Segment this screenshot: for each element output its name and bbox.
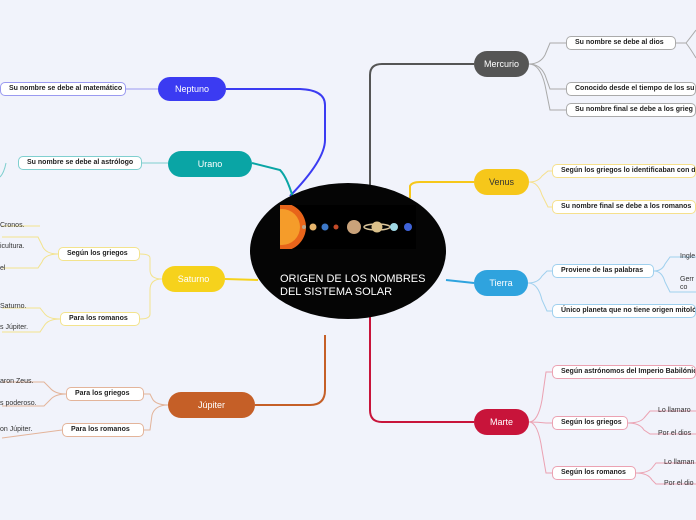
jupiter-text-3: on Júpiter.	[0, 426, 33, 433]
marte-text-4: Por el dio	[664, 480, 694, 487]
marte-topic-1[interactable]: Según astrónomos del Imperio Babilónic	[552, 365, 696, 379]
marte-topic-2[interactable]: Según los griegos	[552, 416, 628, 430]
solar-system-image	[280, 205, 416, 249]
jupiter-topic-romanos[interactable]: Para los romanos	[62, 423, 144, 437]
marte-text-1: Lo llamaro	[658, 407, 691, 414]
node-marte[interactable]: Marte	[474, 409, 529, 435]
jupiter-text-2: s poderoso.	[0, 400, 37, 407]
tierra-topic-2[interactable]: Único planeta que no tiene origen mitoló	[552, 304, 696, 318]
mercurio-topic-3[interactable]: Su nombre final se debe a los grieg	[566, 103, 696, 117]
mercurio-topic-1[interactable]: Su nombre se debe al dios	[566, 36, 676, 50]
saturno-text-3: el	[0, 265, 6, 272]
tierra-text-2: Gerr	[680, 276, 694, 283]
node-mercurio[interactable]: Mercurio	[474, 51, 529, 77]
tierra-text-1: Ingle	[680, 253, 696, 260]
central-title: ORIGEN DE LOS NOMBRES DEL SISTEMA SOLAR	[280, 273, 425, 299]
node-venus[interactable]: Venus	[474, 169, 529, 195]
urano-topic-1[interactable]: Su nombre se debe al astrólogo	[18, 156, 142, 170]
jupiter-topic-griegos[interactable]: Para los griegos	[66, 387, 144, 401]
marte-text-2: Por el dios	[658, 430, 692, 437]
neptuno-topic-1[interactable]: Su nombre se debe al matemático	[0, 82, 126, 96]
jupiter-text-1: aron Zeus.	[0, 378, 34, 385]
node-tierra[interactable]: Tierra	[474, 270, 528, 296]
central-topic[interactable]: ORIGEN DE LOS NOMBRES DEL SISTEMA SOLAR	[250, 183, 446, 319]
tierra-topic-1[interactable]: Proviene de las palabras	[552, 264, 654, 278]
venus-topic-1[interactable]: Según los griegos lo identificaban con d	[552, 164, 696, 178]
saturno-topic-romanos[interactable]: Para los romanos	[60, 312, 140, 326]
central-title-line-2: DEL SISTEMA SOLAR	[280, 286, 393, 298]
marte-text-3: Lo llaman	[664, 459, 695, 466]
node-neptuno[interactable]: Neptuno	[158, 77, 226, 101]
saturno-text-5: s Júpiter.	[0, 324, 29, 331]
mercurio-topic-2[interactable]: Conocido desde el tiempo de los su	[566, 82, 696, 96]
node-jupiter[interactable]: Júpiter	[168, 392, 255, 418]
venus-topic-2[interactable]: Su nombre final se debe a los romanos	[552, 200, 696, 214]
tierra-text-3: co	[680, 284, 688, 291]
saturno-text-4: Saturno.	[0, 303, 27, 310]
node-saturno[interactable]: Saturno	[162, 266, 225, 292]
saturno-text-1: Cronos.	[0, 222, 25, 229]
marte-topic-3[interactable]: Según los romanos	[552, 466, 636, 480]
saturno-text-2: icultura.	[0, 243, 25, 250]
node-urano[interactable]: Urano	[168, 151, 252, 177]
saturno-topic-griegos[interactable]: Según los griegos	[58, 247, 140, 261]
central-title-line-1: ORIGEN DE LOS NOMBRES	[280, 273, 426, 285]
